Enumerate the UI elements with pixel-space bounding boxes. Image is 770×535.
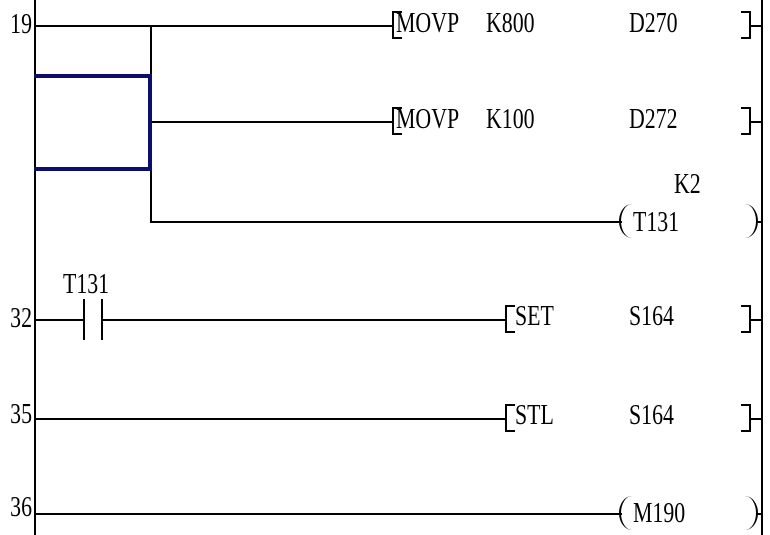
coil-device-label: T131 xyxy=(633,207,680,238)
contact-bar-icon xyxy=(101,299,103,340)
coil-right-paren-icon xyxy=(745,204,758,238)
wire xyxy=(34,418,505,420)
instruction-source-operand: K800 xyxy=(486,8,535,39)
instruction-operand: S164 xyxy=(629,400,674,431)
instruction-opcode: MOVP xyxy=(396,8,460,39)
instruction-operand: S164 xyxy=(629,301,674,332)
wire xyxy=(34,513,622,515)
contact-device-label: T131 xyxy=(63,269,110,300)
selection-cursor[interactable] xyxy=(34,74,152,171)
open-bracket-icon xyxy=(505,305,515,333)
coil-left-paren-icon xyxy=(619,496,632,530)
instruction-dest-operand: D270 xyxy=(629,8,678,39)
wire xyxy=(751,25,763,27)
coil-right-paren-icon xyxy=(745,496,758,530)
wire xyxy=(757,513,763,515)
step-number: 32 xyxy=(10,303,33,334)
wire xyxy=(751,418,763,420)
wire xyxy=(34,319,83,321)
step-number: 36 xyxy=(10,492,33,523)
close-bracket-icon xyxy=(741,305,751,333)
close-bracket-icon xyxy=(741,404,751,432)
wire xyxy=(751,319,763,321)
coil-left-paren-icon xyxy=(619,204,632,238)
instruction-dest-operand: D272 xyxy=(629,104,678,135)
coil-device-label: M190 xyxy=(633,498,686,529)
close-bracket-icon xyxy=(741,11,751,39)
step-number: 19 xyxy=(10,9,33,40)
wire xyxy=(103,319,505,321)
contact-bar-icon xyxy=(83,299,85,340)
instruction-source-operand: K100 xyxy=(486,104,535,135)
open-bracket-icon xyxy=(392,11,402,39)
open-bracket-icon xyxy=(392,107,402,135)
wire xyxy=(150,221,622,223)
instruction-opcode: SET xyxy=(515,301,554,332)
left-power-rail xyxy=(34,0,36,535)
wire xyxy=(34,25,392,27)
timer-preset-label: K2 xyxy=(674,169,701,200)
step-number: 35 xyxy=(10,399,33,430)
wire xyxy=(757,221,763,223)
wire xyxy=(751,121,763,123)
open-bracket-icon xyxy=(505,404,515,432)
wire xyxy=(150,121,392,123)
instruction-opcode: MOVP xyxy=(396,104,460,135)
right-power-rail xyxy=(761,0,763,535)
instruction-opcode: STL xyxy=(515,400,554,431)
close-bracket-icon xyxy=(741,107,751,135)
